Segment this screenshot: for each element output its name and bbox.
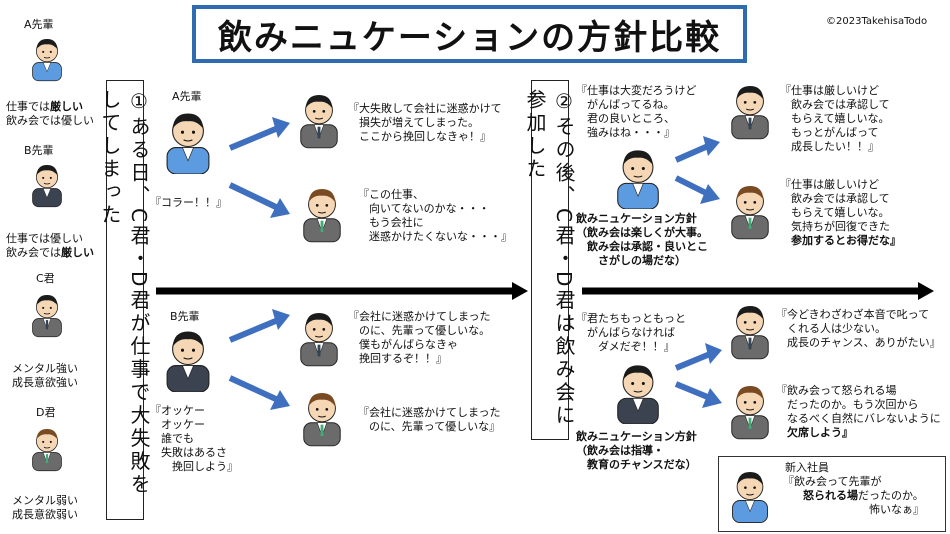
phase1-b-c-reply: 『会社に迷惑かけてしまった のに、先輩って優しいな。 僕もがんばらなきゃ 挽回す… bbox=[348, 310, 491, 365]
newcomer-box: 新入社員 『飲み会って先輩が 怒られる場だったのか。 怖いなぁ』 bbox=[718, 456, 946, 532]
phase2-a-c-reply: 『仕事は厳しいけど 飲み会では承認して もらえて嬉しいな。 もっとがんばって 成… bbox=[780, 84, 890, 153]
phase2-b-c-avatar bbox=[726, 300, 774, 360]
phase1-d-avatar bbox=[298, 182, 346, 244]
phase2-b-d-reply: 『飲み会って怒られる場 だったのか。もう次回から なるべく自然にバレないように … bbox=[776, 384, 941, 439]
profile-c-name: C君 bbox=[36, 272, 55, 285]
phase1-a-speech: 『コラー！！』 bbox=[150, 196, 227, 209]
profile-c-line2: 成長意欲強い bbox=[12, 376, 78, 389]
phase2-a-senpai-avatar bbox=[610, 145, 666, 209]
phase1-b-label: B先輩 bbox=[170, 310, 200, 323]
phase2-b-policy-title: 飲みニュケーション方針 bbox=[576, 430, 697, 443]
step2-box: ②その後、C君・D君は飲み会に参加した bbox=[523, 80, 576, 440]
phase1-a-label: A先輩 bbox=[172, 90, 202, 103]
phase1-a-d-reply: 『この仕事、 向いてないのかな・・・ もう会社に 迷惑かけたくないな・・・』 bbox=[358, 188, 512, 243]
profile-d-name: D君 bbox=[36, 406, 56, 419]
phase1-a-senpai-avatar bbox=[160, 108, 216, 174]
profile-a-line2: 飲み会では優しい bbox=[6, 114, 94, 127]
phase2-a-d-avatar bbox=[726, 180, 774, 240]
phase2-a-policy-title: 飲みニュケーション方針 bbox=[576, 212, 697, 225]
phase2-b-speech: 『君たちもっともっと がんばらなければ ダメだぞ！！』 bbox=[576, 312, 686, 353]
profile-a-line1: 仕事では厳しい bbox=[6, 100, 83, 113]
phase2-b-d-avatar bbox=[726, 380, 774, 440]
profile-b-name: B先輩 bbox=[24, 144, 54, 157]
phase1-b-c-avatar bbox=[295, 306, 343, 368]
newcomer-line2: 怒られる場だったのか。 bbox=[803, 489, 924, 502]
phase2-b-policy-body: （飲み会は指導・ 教育のチャンスだな） bbox=[576, 444, 697, 471]
phase2-a-c-avatar bbox=[726, 80, 774, 140]
newcomer-line1: 『飲み会って先輩が bbox=[783, 475, 882, 488]
step1-box: ①ある日、C君・D君が仕事で大失敗をしてしまった bbox=[98, 80, 151, 520]
profile-a-name: A先輩 bbox=[24, 18, 54, 31]
profile-b-line1: 仕事では優しい bbox=[6, 232, 83, 245]
phase1-c-avatar bbox=[295, 88, 343, 150]
newcomer-label: 新入社員 bbox=[785, 461, 829, 474]
phase2-a-speech: 『仕事は大変だろうけど がんばってるね。 君の良いところ、 強みはね・・・』 bbox=[576, 84, 697, 139]
phase2-a-policy-body: （飲み会は楽しくが大事。 飲み会は承認・良いとこ さがしの場だな） bbox=[576, 226, 708, 267]
profile-d-line1: メンタル弱い bbox=[12, 494, 78, 507]
profile-d-line2: 成長意欲弱い bbox=[12, 508, 78, 521]
phase2-a-d-reply: 『仕事は厳しいけど 飲み会では承認して もらえて嬉しいな。 気持ちが回復できた … bbox=[780, 178, 901, 247]
page-title: 飲みニュケーションの方針比較 bbox=[192, 5, 747, 63]
copyright: ©2023TakehisaTodo bbox=[826, 16, 928, 27]
phase2-b-c-reply: 『今どきわざわざ本音で叱って くれる人は少ない。 成長のチャンス、ありがたい』 bbox=[776, 308, 941, 349]
phase1-b-d-reply: 『会社に迷惑かけてしまった のに、先輩って優しいな』 bbox=[358, 406, 501, 433]
phase1-b-d-avatar bbox=[298, 386, 346, 448]
newcomer-avatar bbox=[727, 465, 773, 525]
phase1-b-senpai-avatar bbox=[160, 326, 216, 392]
phase1-a-c-reply: 『大失敗して会社に迷惑かけて 損失が増えてしまった。 ここから挽回しなきゃ！』 bbox=[348, 102, 502, 143]
profile-b-line2: 飲み会では厳しい bbox=[6, 246, 94, 259]
newcomer-line3: 怖いなぁ』 bbox=[869, 503, 924, 516]
phase2-b-senpai-avatar bbox=[610, 360, 666, 424]
profile-c-line1: メンタル強い bbox=[12, 362, 78, 375]
phase1-b-speech: 『オッケー オッケー 誰でも 失敗はあるさ 挽回しよう』 bbox=[150, 404, 238, 473]
